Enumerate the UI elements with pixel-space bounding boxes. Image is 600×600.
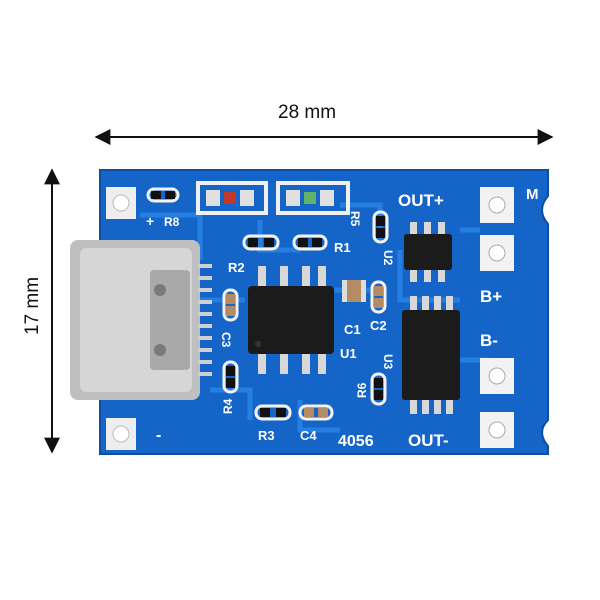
silk-label-out-plus: OUT+ bbox=[398, 191, 444, 210]
silk-plus-sign: + bbox=[146, 213, 154, 229]
pad-out-minus bbox=[480, 412, 514, 448]
silk-c3: C3 bbox=[219, 332, 233, 348]
mounting-hole-bottom-left bbox=[106, 418, 136, 450]
ic-u3 bbox=[402, 296, 460, 414]
silk-label-model: 4056 bbox=[338, 433, 374, 450]
silk-label-out-minus: OUT- bbox=[408, 431, 449, 450]
mounting-hole-top-left bbox=[106, 187, 136, 219]
silk-label-m: M bbox=[526, 186, 539, 203]
pad-b-plus bbox=[480, 235, 514, 271]
capacitor-c1 bbox=[342, 280, 366, 302]
silk-r8: R8 bbox=[164, 215, 180, 229]
silk-label-b-minus: B- bbox=[480, 331, 498, 350]
pad-b-minus bbox=[480, 358, 514, 394]
pcb-board: OUT+ M B+ B- OUT- 4056 + - R8 R5 R1 R2 R… bbox=[70, 169, 549, 455]
silk-u1: U1 bbox=[340, 346, 357, 361]
led-red bbox=[196, 181, 268, 215]
silk-label-b-plus: B+ bbox=[480, 287, 502, 306]
silk-r3: R3 bbox=[258, 428, 275, 443]
silk-r2: R2 bbox=[228, 260, 245, 275]
usb-c-connector bbox=[70, 240, 212, 400]
silk-r6: R6 bbox=[355, 382, 369, 398]
silk-c4: C4 bbox=[300, 428, 317, 443]
silk-c1: C1 bbox=[344, 322, 361, 337]
ic-u2 bbox=[404, 222, 452, 282]
silk-r5: R5 bbox=[348, 211, 362, 227]
silk-r1: R1 bbox=[334, 240, 351, 255]
width-dimension-label: 28 mm bbox=[278, 102, 337, 123]
silk-minus-sign: - bbox=[156, 427, 161, 444]
silk-u3: U3 bbox=[381, 354, 395, 370]
pad-m bbox=[480, 187, 514, 223]
led-green bbox=[276, 181, 350, 215]
silk-r4: R4 bbox=[221, 398, 235, 414]
silk-u2: U2 bbox=[381, 250, 395, 266]
silk-c2: C2 bbox=[370, 318, 387, 333]
smd-parts bbox=[146, 187, 389, 421]
ic-u1 bbox=[248, 266, 334, 374]
